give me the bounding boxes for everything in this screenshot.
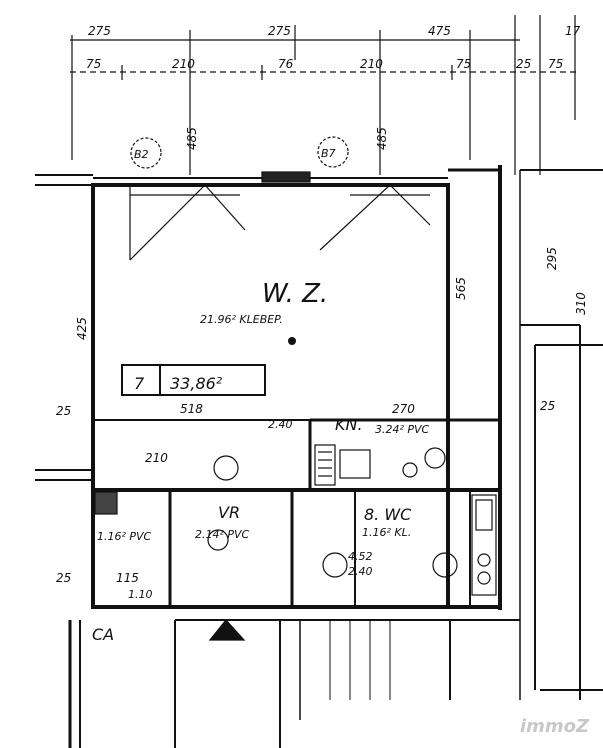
dim-top-8: 210 <box>360 57 383 71</box>
axis-markers <box>130 136 349 169</box>
misc-label-1: 2.40 <box>268 418 293 431</box>
ceiling-light-symbol <box>288 337 296 345</box>
room-wc-note: 1.16² KL. <box>362 526 411 539</box>
room-wc-name: 8. WC <box>364 505 412 524</box>
dim-side-4: 295 <box>545 247 559 270</box>
dim-side-12: 115 <box>116 571 139 585</box>
misc-label-4: 2.40 <box>348 565 373 578</box>
room-kitchen-note: 3.24² PVC <box>375 423 430 436</box>
room-living-note: 21.96² KLEBEP. <box>200 313 283 326</box>
dim-side-5: 565 <box>454 277 468 300</box>
room-living-name: W. Z. <box>262 279 328 309</box>
room-hall-note: 2.14² PVC <box>195 528 250 541</box>
axis-marker-b7: B7 <box>321 147 336 160</box>
dim-top-5: 75 <box>86 57 101 71</box>
dim-top-7: 76 <box>278 57 294 71</box>
lower-fixtures <box>94 491 497 641</box>
dim-side-11: 25 <box>56 571 71 585</box>
dim-top-11: 75 <box>548 57 563 71</box>
room-hall-name: VR <box>218 503 240 522</box>
dim-side-1: 485 <box>185 127 199 150</box>
dimension-lines-top <box>70 15 580 175</box>
room-stair-name: CA <box>92 625 114 644</box>
axis-marker-b2: B2 <box>134 148 149 161</box>
walls <box>35 165 603 748</box>
dim-side-13: 210 <box>145 451 168 465</box>
dim-top-2: 275 <box>268 24 291 38</box>
watermark: immoZ <box>520 716 590 737</box>
area-value: 33,86² <box>170 374 223 393</box>
area-index: 7 <box>134 374 145 393</box>
dim-side-7: 25 <box>56 404 71 418</box>
dim-side-3: 425 <box>75 317 89 340</box>
dim-side-6: 310 <box>574 292 588 315</box>
dim-top-6: 210 <box>172 57 195 71</box>
top-windows <box>129 171 431 261</box>
misc-label-2: 1.10 <box>128 588 153 601</box>
dim-side-8: 518 <box>180 402 203 416</box>
kitchen-fixtures <box>213 444 446 486</box>
dim-side-2: 485 <box>375 127 389 150</box>
area-box <box>121 364 266 396</box>
room-bath-note: 1.16² PVC <box>97 530 152 543</box>
room-kitchen-name: KN. <box>335 415 363 434</box>
dim-top-4: 17 <box>565 24 581 38</box>
dim-side-10: 25 <box>540 399 555 413</box>
dim-top-10: 25 <box>516 57 531 71</box>
misc-label-3: 4.52 <box>348 550 373 563</box>
dim-top-1: 275 <box>88 24 111 38</box>
dim-top-9: 75 <box>456 57 471 71</box>
dim-top-3: 475 <box>428 24 451 38</box>
dim-side-9: 270 <box>392 402 415 416</box>
